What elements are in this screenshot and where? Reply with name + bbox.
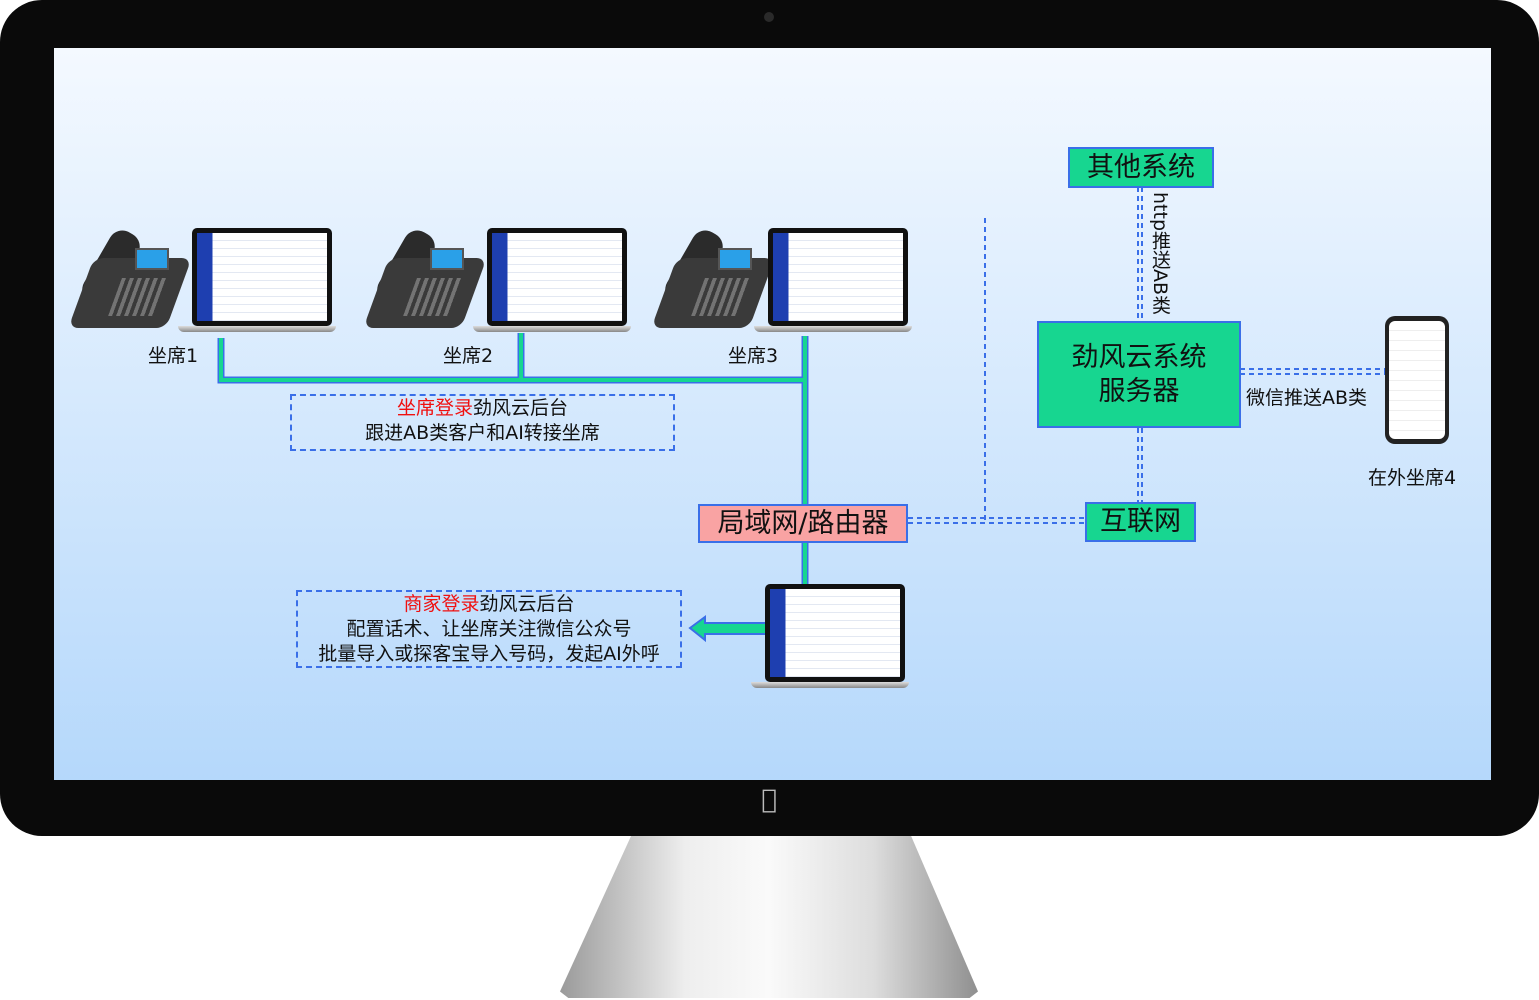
camera-icon xyxy=(764,12,774,22)
remote-agent-label: 在外坐席4 xyxy=(1368,467,1457,489)
note-text: 劲风云后台 xyxy=(473,397,569,419)
note-highlight: 商家登录 xyxy=(403,593,480,615)
laptop-icon xyxy=(754,228,912,334)
lan-wires xyxy=(217,333,809,585)
server-label: 劲风云系统 xyxy=(1071,341,1207,373)
merchant-laptop-icon xyxy=(751,584,909,690)
other-systems-node: 其他系统 xyxy=(1068,147,1214,188)
note-text: 劲风云后台 xyxy=(479,593,575,615)
internet-node: 互联网 xyxy=(1085,502,1196,542)
http-push-label: http推送AB类 xyxy=(1149,192,1171,315)
laptop-icon xyxy=(178,228,336,334)
merchant-login-note: 商家登录劲风云后台 配置话术、让坐席关注微信公众号 批量导入或探客宝导入号码，发… xyxy=(296,590,682,668)
note-highlight: 坐席登录 xyxy=(396,397,473,419)
mobile-phone-icon xyxy=(1385,316,1449,444)
dashed-links xyxy=(908,187,1386,524)
monitor-stand xyxy=(560,836,978,998)
server-node: 劲风云系统 服务器 xyxy=(1037,321,1241,428)
workstation-label: 坐席1 xyxy=(148,345,199,367)
laptop-icon xyxy=(473,228,631,334)
desk-phone-icon xyxy=(68,225,192,333)
apple-logo-icon:  xyxy=(756,786,782,814)
note-text: 跟进AB类客户和AI转接坐席 xyxy=(365,422,600,444)
lan-router-node: 局域网/路由器 xyxy=(698,504,908,543)
desk-phone-icon xyxy=(651,225,775,333)
workstation-label: 坐席2 xyxy=(443,345,494,367)
desk-phone-icon xyxy=(363,225,487,333)
server-label: 服务器 xyxy=(1098,375,1180,407)
workstation-label: 坐席3 xyxy=(728,345,779,367)
agent-login-note: 坐席登录劲风云后台 跟进AB类客户和AI转接坐席 xyxy=(290,394,675,451)
note-text: 批量导入或探客宝导入号码，发起AI外呼 xyxy=(318,643,660,665)
wechat-push-label: 微信推送AB类 xyxy=(1246,387,1368,409)
note-text: 配置话术、让坐席关注微信公众号 xyxy=(346,618,632,640)
